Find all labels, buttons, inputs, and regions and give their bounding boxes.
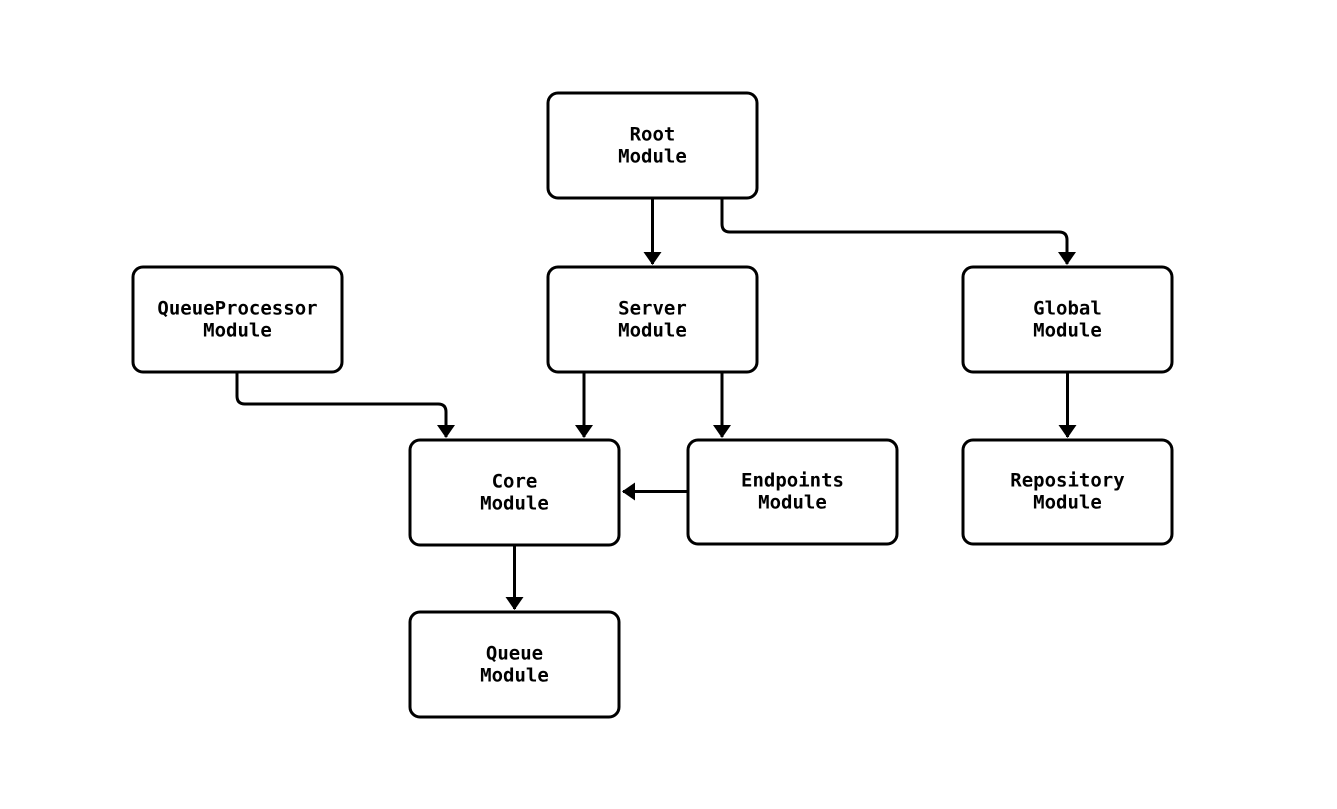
edge-root-to-global xyxy=(720,198,1076,265)
node-server-module: Server Module xyxy=(546,265,759,374)
node-queue-label-line2: Module xyxy=(480,665,549,687)
node-global-label-line1: Global xyxy=(1033,298,1102,320)
diagram-edges xyxy=(235,198,1077,610)
node-queue-label-line1: Queue xyxy=(486,643,543,665)
node-root-module: Root Module xyxy=(546,91,759,200)
node-queueprocessor-label-line1: QueueProcessor xyxy=(157,298,317,320)
edge-queueprocessor-to-core xyxy=(235,372,455,438)
node-repository-label-line2: Module xyxy=(1033,492,1102,514)
node-endpoints-label-line1: Endpoints xyxy=(741,470,844,492)
node-global-label-line2: Module xyxy=(1033,320,1102,342)
node-queue-module: Queue Module xyxy=(408,610,621,719)
node-root-label-line2: Module xyxy=(618,146,687,168)
diagram-nodes: Root Module QueueProcessor Module Server… xyxy=(131,91,1174,719)
node-server-label-line2: Module xyxy=(618,320,687,342)
node-repository-label-line1: Repository xyxy=(1010,470,1124,492)
node-core-module: Core Module xyxy=(408,438,621,547)
node-root-label-line1: Root xyxy=(630,124,676,146)
node-endpoints-module: Endpoints Module xyxy=(686,438,899,546)
node-core-label-line2: Module xyxy=(480,493,549,515)
node-endpoints-label-line2: Module xyxy=(758,492,827,514)
node-queueprocessor-label-line2: Module xyxy=(203,320,272,342)
node-server-label-line1: Server xyxy=(618,298,687,320)
node-queueprocessor-module: QueueProcessor Module xyxy=(131,265,344,374)
node-global-module: Global Module xyxy=(961,265,1174,374)
node-core-label-line1: Core xyxy=(492,471,538,493)
node-repository-module: Repository Module xyxy=(961,438,1174,546)
